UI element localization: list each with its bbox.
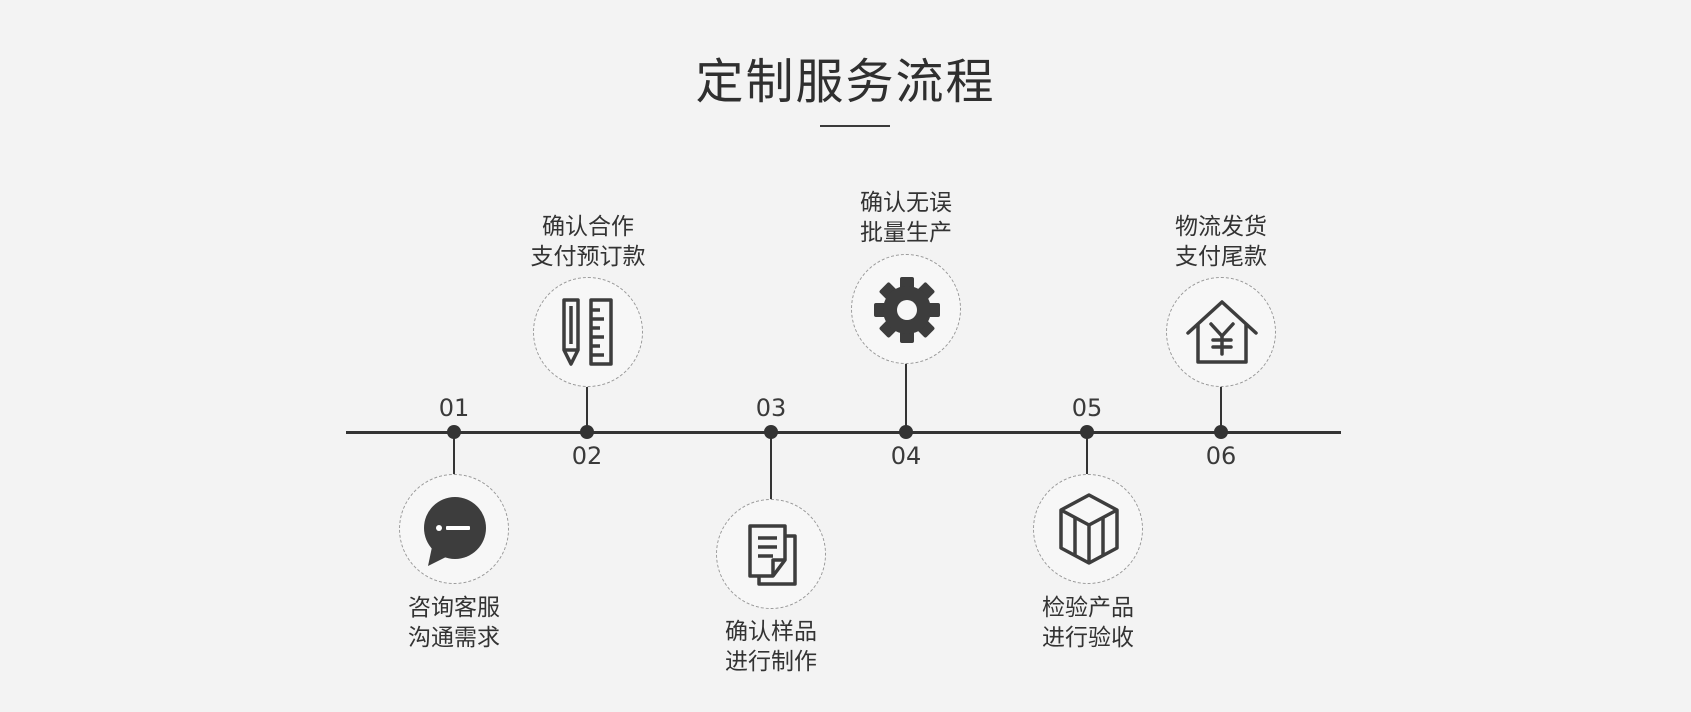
- step-label-line2: 支付预订款: [530, 244, 646, 270]
- step-label-line2: 进行验收: [1042, 625, 1134, 651]
- step-icon-circle: [533, 277, 643, 387]
- document-icon: [748, 524, 797, 586]
- chat-bubble-icon: [424, 497, 486, 566]
- cube-icon: [1059, 493, 1119, 565]
- title-underline: [820, 125, 890, 127]
- step-label-line2: 进行制作: [725, 649, 817, 675]
- step-dot: [447, 425, 461, 439]
- step-stem: [1086, 438, 1088, 474]
- step-label: 物流发货 支付尾款: [1131, 212, 1311, 272]
- step-label: 确认无误 批量生产: [816, 188, 996, 248]
- step-label-line1: 确认合作: [542, 214, 634, 240]
- step-icon-circle: [399, 474, 509, 584]
- step-stem: [586, 387, 588, 427]
- step-label-line1: 确认样品: [725, 619, 817, 645]
- step-label-line1: 物流发货: [1175, 214, 1267, 240]
- gear-icon: [874, 277, 940, 343]
- step-label-line2: 支付尾款: [1175, 244, 1267, 270]
- step-number: 03: [755, 394, 787, 422]
- step-number: 01: [438, 394, 470, 422]
- step-label: 检验产品 进行验收: [998, 593, 1178, 653]
- step-icon-circle: [1033, 474, 1143, 584]
- step-stem: [1220, 387, 1222, 427]
- step-icon-circle: [716, 499, 826, 609]
- step-dot: [580, 425, 594, 439]
- step-dot: [1080, 425, 1094, 439]
- step-number: 04: [890, 442, 922, 470]
- step-dot: [899, 425, 913, 439]
- page-title: 定制服务流程: [695, 54, 996, 110]
- step-number: 02: [571, 442, 603, 470]
- step-stem: [905, 364, 907, 427]
- step-dot: [764, 425, 778, 439]
- step-label-line1: 检验产品: [1042, 595, 1134, 621]
- step-stem: [453, 438, 455, 474]
- pencil-ruler-icon: [562, 298, 613, 366]
- step-number: 05: [1071, 394, 1103, 422]
- step-stem: [770, 438, 772, 500]
- step-label-line2: 沟通需求: [408, 625, 500, 651]
- step-label: 确认合作 支付预订款: [498, 212, 678, 272]
- step-icon-circle: [1166, 277, 1276, 387]
- step-icon-circle: [851, 254, 961, 364]
- step-label: 咨询客服 沟通需求: [364, 593, 544, 653]
- step-label-line2: 批量生产: [860, 220, 952, 246]
- step-label-line1: 确认无误: [860, 190, 952, 216]
- step-number: 06: [1205, 442, 1237, 470]
- step-label-line1: 咨询客服: [408, 595, 500, 621]
- step-label: 确认样品 进行制作: [681, 617, 861, 677]
- timeline-axis: [346, 431, 1341, 434]
- step-dot: [1214, 425, 1228, 439]
- house-yuan-icon: [1186, 300, 1258, 364]
